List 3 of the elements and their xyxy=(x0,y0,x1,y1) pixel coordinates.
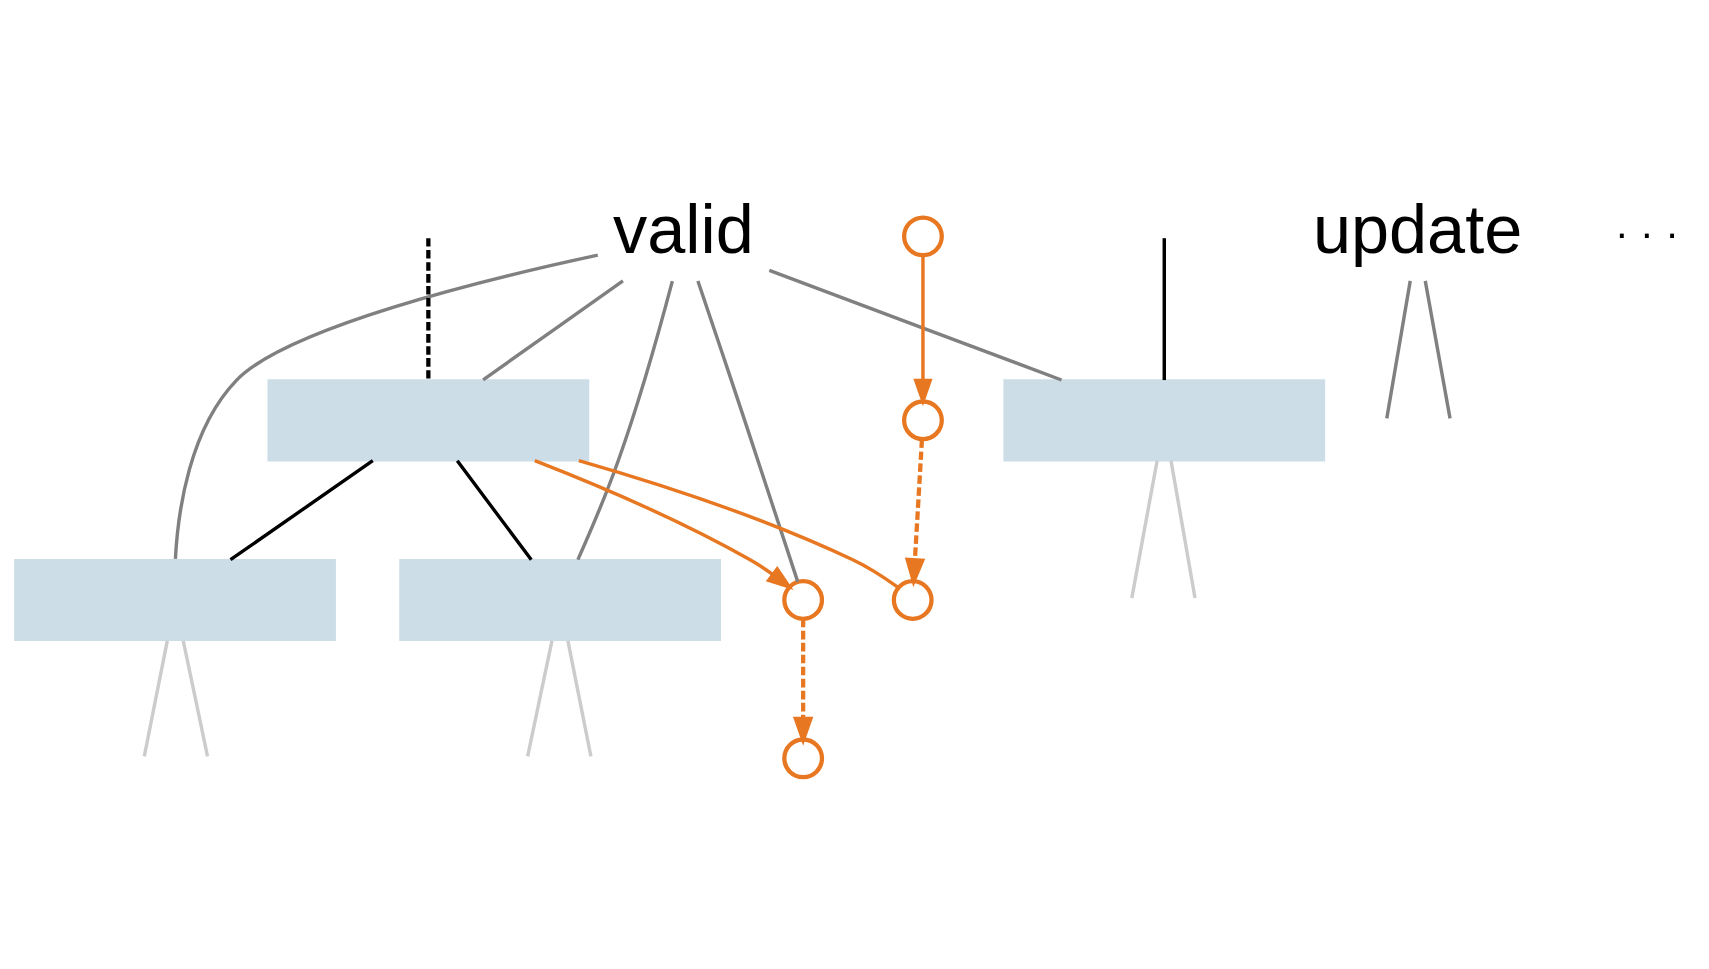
label: · · · xyxy=(1614,209,1679,256)
node-text: update xyxy=(1312,191,1523,269)
node-text: valid xyxy=(612,191,754,269)
